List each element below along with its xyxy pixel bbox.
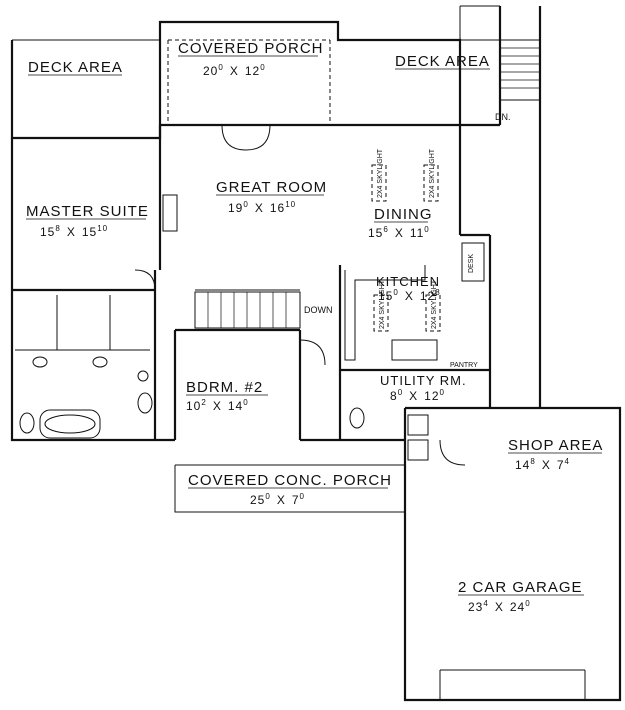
bedroom2-label: BDRM. #2 xyxy=(186,379,263,396)
covered-porch-w-in: 0 xyxy=(218,63,223,72)
master-suite-w: 15 xyxy=(40,225,55,239)
interior-stairs xyxy=(194,291,301,329)
garage-w: 23 xyxy=(468,600,483,614)
great-room-w: 19 xyxy=(228,201,243,215)
garage-h: 24 xyxy=(510,600,525,614)
down-stairs-label: DOWN xyxy=(304,305,333,315)
label-underlines xyxy=(26,55,602,596)
master-suite-label: MASTER SUITE xyxy=(26,203,149,220)
covered-conc-porch-h-in: 0 xyxy=(300,492,305,501)
shop-area-label: SHOP AREA xyxy=(508,437,603,454)
deck-right-label: DECK AREA xyxy=(395,53,490,70)
master-suite-w-in: 8 xyxy=(55,224,60,233)
skylight-label-4: 2X4 SKYLIGHT xyxy=(431,279,438,329)
bedroom2-h-in: 0 xyxy=(243,398,248,407)
bedroom2-h: 14 xyxy=(228,399,243,413)
dining-x: X xyxy=(395,226,404,240)
fixtures xyxy=(19,194,485,461)
garage-h-in: 0 xyxy=(525,599,530,608)
covered-conc-porch-label: COVERED CONC. PORCH xyxy=(188,472,392,489)
covered-conc-porch-h: 7 xyxy=(292,493,300,507)
utility-h: 12 xyxy=(424,389,439,403)
shop-area-w: 14 xyxy=(515,458,530,472)
kitchen-label: KITCHEN xyxy=(376,274,440,289)
porch-dashes xyxy=(167,39,331,125)
pantry-label: PANTRY xyxy=(450,362,478,369)
utility-w-in: 0 xyxy=(398,388,403,397)
shop-area-h-in: 4 xyxy=(565,457,570,466)
covered-conc-porch-x: X xyxy=(277,493,286,507)
garage-w-in: 4 xyxy=(483,599,488,608)
deck-stairs xyxy=(500,47,540,89)
shop-area-h: 7 xyxy=(557,458,565,472)
utility-x: X xyxy=(409,389,418,403)
dining-w-in: 6 xyxy=(383,225,388,234)
great-room-h: 16 xyxy=(270,201,285,215)
desk-label: DESK xyxy=(468,254,475,273)
walls xyxy=(10,5,622,702)
bedroom2-w: 10 xyxy=(186,399,201,413)
skylight-label-3: 2X4 SKYLIGHT xyxy=(379,279,386,329)
covered-porch-x: X xyxy=(230,64,239,78)
utility-w: 8 xyxy=(390,389,398,403)
utility-label: UTILITY RM. xyxy=(380,373,467,388)
covered-conc-porch-w: 25 xyxy=(250,493,265,507)
garage-label: 2 CAR GARAGE xyxy=(458,579,583,596)
dining-h: 11 xyxy=(410,226,424,240)
kitchen-h-in: 8 xyxy=(435,288,440,297)
covered-porch-label: COVERED PORCH xyxy=(178,40,324,57)
great-room-w-in: 0 xyxy=(243,200,248,209)
covered-porch-h: 12 xyxy=(245,64,260,78)
kitchen-w: 15 xyxy=(378,289,393,303)
great-room-label: GREAT ROOM xyxy=(216,179,327,196)
garage-x: X xyxy=(495,600,504,614)
kitchen-h: 12 xyxy=(420,289,435,303)
master-suite-h-in: 10 xyxy=(97,224,108,233)
master-suite-h: 15 xyxy=(82,225,97,239)
great-room-x: X xyxy=(255,201,264,215)
master-suite-x: X xyxy=(67,225,76,239)
kitchen-w-in: 0 xyxy=(393,288,398,297)
dining-h-in: 0 xyxy=(424,225,429,234)
covered-porch-h-in: 0 xyxy=(260,63,265,72)
skylights xyxy=(371,164,441,332)
bedroom2-x: X xyxy=(213,399,222,413)
dining-label: DINING xyxy=(374,206,433,223)
utility-h-in: 0 xyxy=(440,388,445,397)
skylight-label-2: 2X4 SKYLIGHT xyxy=(429,148,436,198)
doors xyxy=(134,124,466,466)
shop-area-x: X xyxy=(542,458,551,472)
dn-label: DN. xyxy=(495,112,511,122)
bedroom2-w-in: 2 xyxy=(201,398,206,407)
shop-area-w-in: 8 xyxy=(530,457,535,466)
covered-conc-porch-w-in: 0 xyxy=(265,492,270,501)
great-room-h-in: 10 xyxy=(285,200,296,209)
kitchen-x: X xyxy=(405,289,414,303)
dining-w: 15 xyxy=(368,226,383,240)
skylight-label-1: 2X4 SKYLIGHT xyxy=(377,148,384,198)
covered-porch-w: 20 xyxy=(203,64,218,78)
deck-left-label: DECK AREA xyxy=(28,59,123,76)
